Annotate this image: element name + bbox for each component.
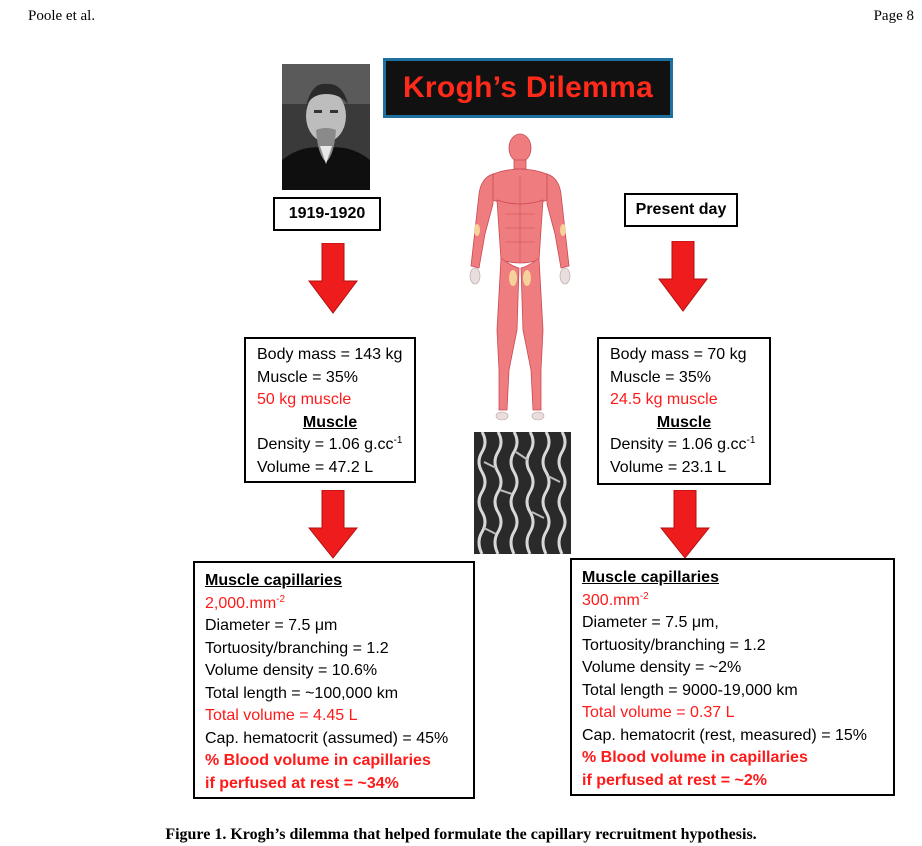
body-mass-box-1919: Body mass = 143 kg Muscle = 35% 50 kg mu… — [244, 337, 416, 483]
muscle-kg-line: 50 kg muscle — [257, 391, 352, 408]
muscle-heading: Muscle — [302, 413, 358, 431]
page-number: Page 8 — [873, 8, 914, 24]
krogh-portrait-image — [282, 64, 370, 190]
muscular-body-illustration — [469, 133, 571, 421]
volume-line: Volume = 47.2 L — [257, 458, 374, 476]
muscle-percent-line: Muscle = 35% — [610, 368, 711, 386]
body-mass-line: Body mass = 143 kg — [257, 346, 403, 363]
total-length-line: Total length = ~100,000 km — [205, 684, 399, 702]
volume-line: Volume = 23.1 L — [610, 458, 727, 476]
down-arrow-icon — [308, 490, 358, 559]
volume-density-line: Volume density = 10.6% — [205, 662, 378, 679]
hematocrit-line: Cap. hematocrit (rest, measured) = 15% — [582, 726, 868, 744]
capillary-count-line: 2,000.mm-2 — [205, 593, 286, 612]
down-arrow-icon — [308, 243, 358, 314]
diameter-line: Diameter = 7.5 μm — [205, 617, 338, 634]
capillary-count-line: 300.mm-2 — [582, 590, 649, 609]
capillaries-box-1919: Muscle capillaries 2,000.mm-2 Diameter =… — [193, 561, 475, 799]
figure-caption: Figure 1. Krogh’s dilemma that helped fo… — [165, 826, 757, 843]
capillary-micrograph-image — [474, 432, 571, 554]
figure-title: Krogh’s Dilemma — [402, 71, 654, 104]
body-mass-line: Body mass = 70 kg — [610, 346, 747, 363]
blood-volume-line: % Blood volume in capillaries — [582, 749, 808, 766]
body-mass-box-present: Body mass = 70 kg Muscle = 35% 24.5 kg m… — [597, 337, 771, 485]
year-label-right: Present day — [624, 193, 738, 227]
hematocrit-line: Cap. hematocrit (assumed) = 45% — [205, 729, 449, 747]
capillaries-box-present: Muscle capillaries 300.mm-2 Diameter = 7… — [570, 558, 895, 796]
down-arrow-icon — [658, 241, 708, 312]
down-arrow-icon — [660, 490, 710, 559]
density-line: Density = 1.06 g.cc-1 — [610, 435, 756, 454]
tortuosity-line: Tortuosity/branching = 1.2 — [205, 639, 389, 657]
capillaries-heading: Muscle capillaries — [205, 572, 342, 589]
total-volume-line: Total volume = 0.37 L — [582, 704, 735, 721]
tortuosity-line: Tortuosity/branching = 1.2 — [582, 636, 766, 654]
muscle-heading: Muscle — [656, 413, 712, 431]
capillaries-heading: Muscle capillaries — [582, 569, 719, 586]
muscle-kg-line: 24.5 kg muscle — [610, 391, 718, 408]
density-line: Density = 1.06 g.cc-1 — [257, 435, 403, 454]
blood-volume-line: if perfused at rest = ~2% — [582, 771, 767, 789]
blood-volume-line: % Blood volume in capillaries — [205, 752, 431, 769]
diameter-line: Diameter = 7.5 μm, — [582, 614, 719, 631]
blood-volume-line: if perfused at rest = ~34% — [205, 774, 399, 792]
title-banner: Krogh’s Dilemma — [383, 58, 673, 118]
total-volume-line: Total volume = 4.45 L — [205, 707, 358, 724]
total-length-line: Total length = 9000-19,000 km — [582, 681, 798, 699]
volume-density-line: Volume density = ~2% — [582, 659, 742, 676]
running-header-author: Poole et al. — [28, 8, 96, 24]
year-label-left: 1919-1920 — [273, 197, 381, 231]
muscle-percent-line: Muscle = 35% — [257, 368, 358, 386]
